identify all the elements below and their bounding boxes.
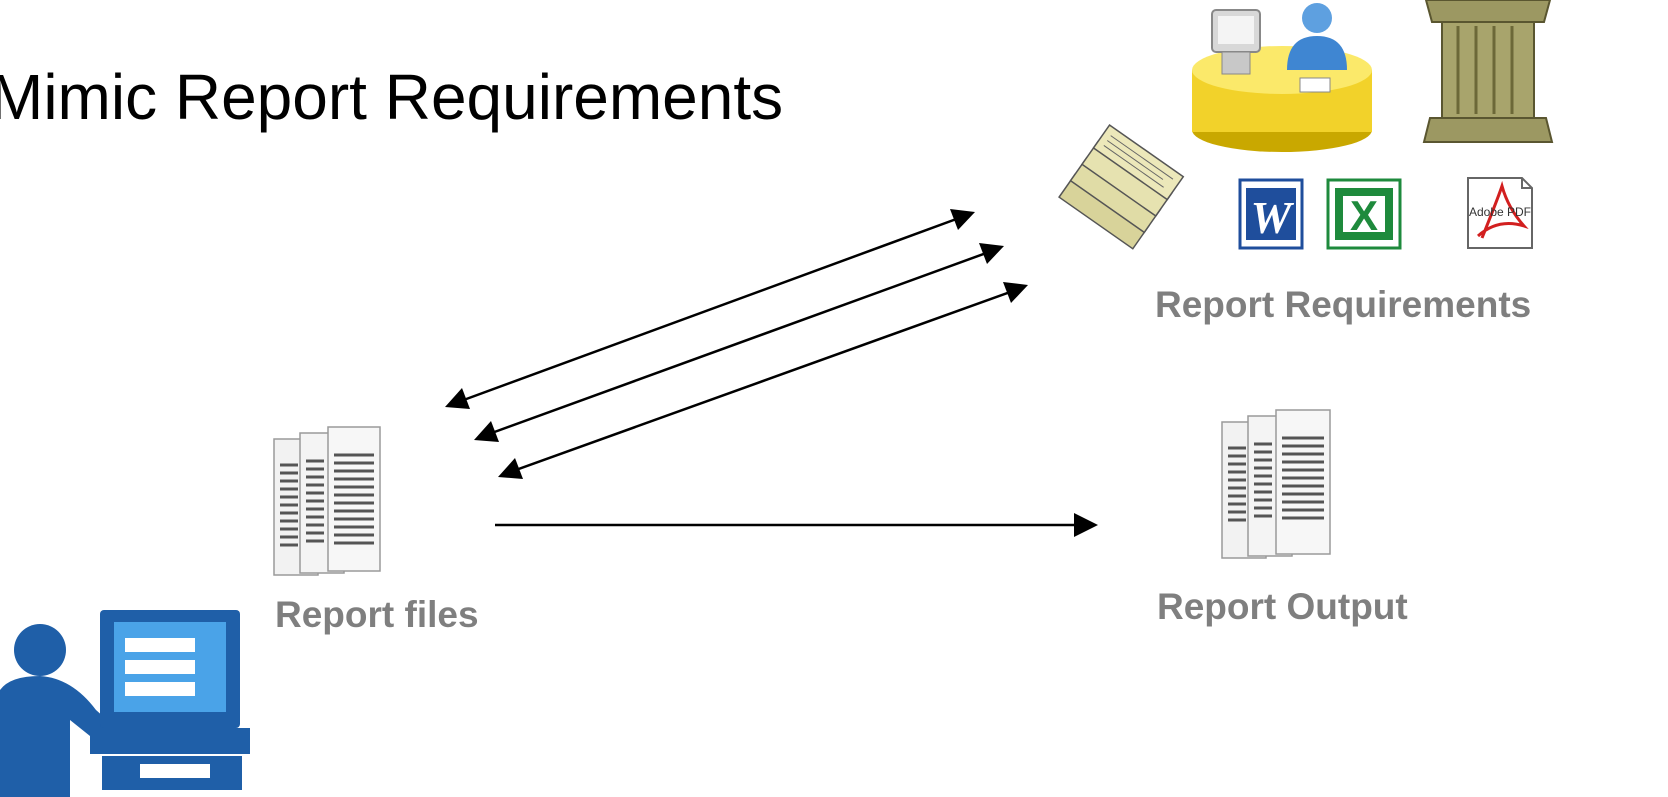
pdf-icon-label: Adobe PDF <box>1469 205 1531 219</box>
excel-icon <box>1326 178 1402 250</box>
word-icon-glyph: W <box>1251 192 1295 243</box>
page-title: Mimic Report Requirements <box>0 61 784 133</box>
helpdesk-user-icon <box>1192 3 1372 152</box>
arrowhead <box>950 209 975 230</box>
report-files-label: Report files <box>275 594 479 635</box>
report-output-label: Report Output <box>1157 586 1408 627</box>
arrowhead <box>498 458 523 479</box>
column-archive-icon <box>1422 0 1554 143</box>
arrow-files-req-3 <box>501 285 1025 477</box>
arrowhead <box>474 421 499 442</box>
pdf-icon <box>1467 177 1533 249</box>
connector-arrows <box>445 209 1098 537</box>
arrowhead <box>1003 282 1028 303</box>
arrowhead <box>445 388 470 409</box>
arrowhead <box>979 243 1004 264</box>
report-output-icon <box>1221 409 1331 559</box>
excel-icon-glyph: X <box>1350 192 1378 239</box>
arrow-files-req-2 <box>477 246 1001 440</box>
developer-user-icon <box>0 610 250 797</box>
paper-stack-icon <box>1058 123 1185 250</box>
report-files-icon <box>273 426 381 576</box>
arrowhead <box>1074 513 1098 537</box>
word-icon <box>1238 178 1304 250</box>
report-requirements-label: Report Requirements <box>1155 284 1532 325</box>
arrow-files-req-1 <box>449 212 971 407</box>
